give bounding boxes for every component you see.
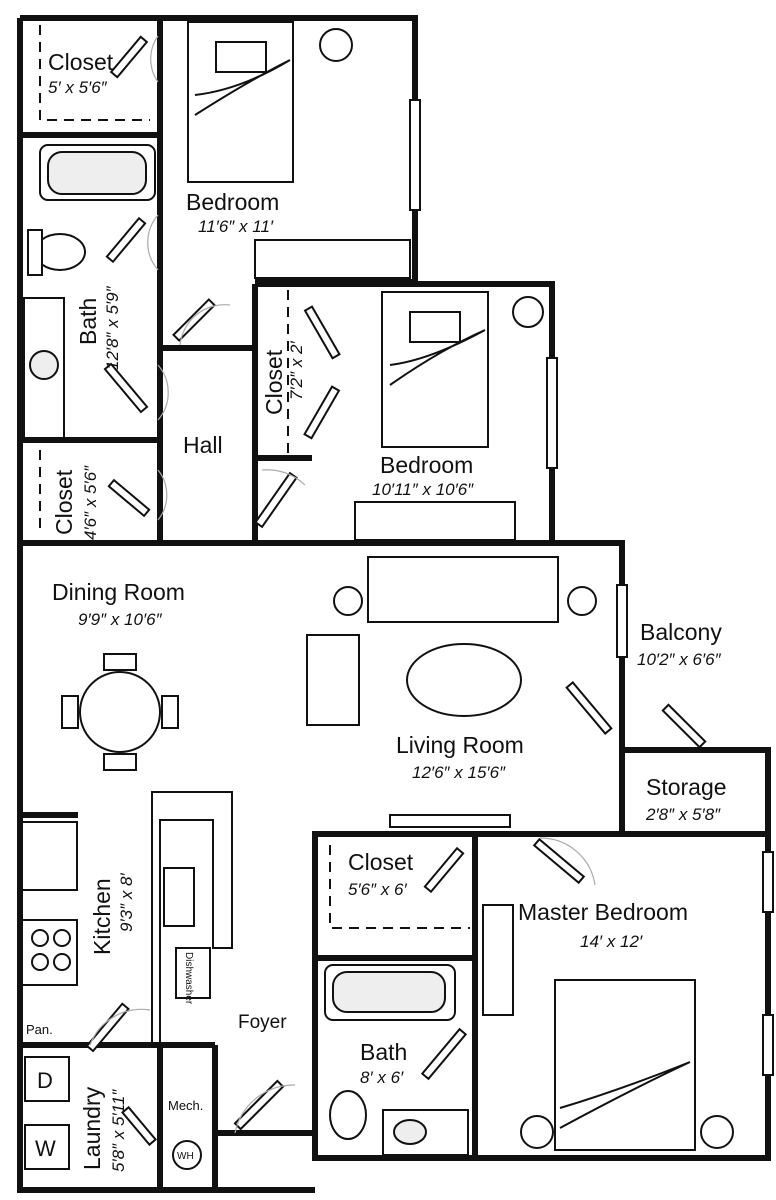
master-fixtures xyxy=(324,904,734,1156)
kitchen-dims: 9′3″ x 8′ xyxy=(117,872,136,932)
door-bedroom1 xyxy=(172,298,231,346)
living-dims: 12′6″ x 15′6″ xyxy=(412,763,506,782)
bedroom1-name: Bedroom xyxy=(186,189,279,215)
dining-name: Dining Room xyxy=(52,579,185,605)
room-labels: Closet 5′ x 5′6″ Bedroom 11′6″ x 11′ Bat… xyxy=(26,49,727,1172)
dishwasher-label: Dishwasher xyxy=(183,952,194,1005)
water-heater-label: WH xyxy=(177,1151,194,1162)
storage-dims: 2′8″ x 5′8″ xyxy=(645,805,721,824)
closet-master-name: Closet xyxy=(348,849,414,875)
dining-dims: 9′9″ x 10′6″ xyxy=(78,610,163,629)
door-master xyxy=(532,837,596,886)
dryer-label: D xyxy=(37,1068,53,1093)
laundry-dims: 5′8″ x 5′11″ xyxy=(109,1089,128,1172)
closet-left-name: Closet xyxy=(51,469,77,535)
door-laundry xyxy=(85,1002,151,1053)
bedroom1-dims: 11′6″ x 11′ xyxy=(198,217,274,236)
bedroom1-bed xyxy=(187,21,411,279)
bath1-dims: 12′8″ x 5′9″ xyxy=(103,285,122,370)
windows xyxy=(389,99,774,1076)
door-bedroom2 xyxy=(254,469,306,529)
walls xyxy=(17,15,771,1193)
door-closet-top xyxy=(109,35,159,83)
kitchen-name: Kitchen xyxy=(89,878,115,955)
closet-master-dims: 5′6″ x 6′ xyxy=(348,880,408,899)
master-name: Master Bedroom xyxy=(518,899,688,925)
door-entry xyxy=(233,1079,296,1134)
door-closet-mid xyxy=(303,305,341,440)
closet-mid-name: Closet xyxy=(261,349,287,415)
foyer-name: Foyer xyxy=(238,1012,287,1033)
closet-top-dims: 5′ x 5′6″ xyxy=(48,78,108,97)
doors xyxy=(85,35,707,1147)
mech-name: Mech. xyxy=(168,1098,203,1113)
door-master-closet xyxy=(423,846,465,894)
bedroom2-bed xyxy=(354,291,544,541)
hall-name: Hall xyxy=(183,432,223,458)
closet-left-dims: 4′6″ x 5′6″ xyxy=(81,465,100,540)
laundry-name: Laundry xyxy=(79,1086,105,1170)
door-bath1-bottom xyxy=(103,362,169,421)
bedroom2-dims: 10′11″ x 10′6″ xyxy=(372,480,474,499)
bath2-name: Bath xyxy=(360,1039,407,1065)
door-balcony xyxy=(565,681,707,749)
pantry-name: Pan. xyxy=(26,1022,53,1037)
door-bath1-top xyxy=(105,214,159,271)
living-furniture xyxy=(306,556,597,726)
living-name: Living Room xyxy=(396,732,524,758)
closet-top-name: Closet xyxy=(48,49,114,75)
closet-shelves xyxy=(39,25,470,929)
washer-label: W xyxy=(35,1136,56,1161)
dining-table xyxy=(61,653,179,771)
bath1-fixtures xyxy=(23,144,156,439)
kitchen-fixtures xyxy=(21,791,233,1046)
bath1-name: Bath xyxy=(75,298,101,345)
laundry-fixtures xyxy=(24,1056,202,1170)
door-master-bath xyxy=(420,1027,468,1081)
bath2-dims: 8′ x 6′ xyxy=(360,1068,404,1087)
storage-name: Storage xyxy=(646,774,727,800)
door-mech xyxy=(121,1105,157,1147)
door-closet-left xyxy=(107,469,168,521)
closet-mid-dims: 7′2″ x 2′ xyxy=(287,340,306,400)
balcony-dims: 10′2″ x 6′6″ xyxy=(637,650,722,669)
master-dims: 14′ x 12′ xyxy=(580,932,643,951)
fixture-labels: D W WH Dishwasher xyxy=(35,952,194,1162)
bedroom2-name: Bedroom xyxy=(380,452,473,478)
balcony-name: Balcony xyxy=(640,619,722,645)
